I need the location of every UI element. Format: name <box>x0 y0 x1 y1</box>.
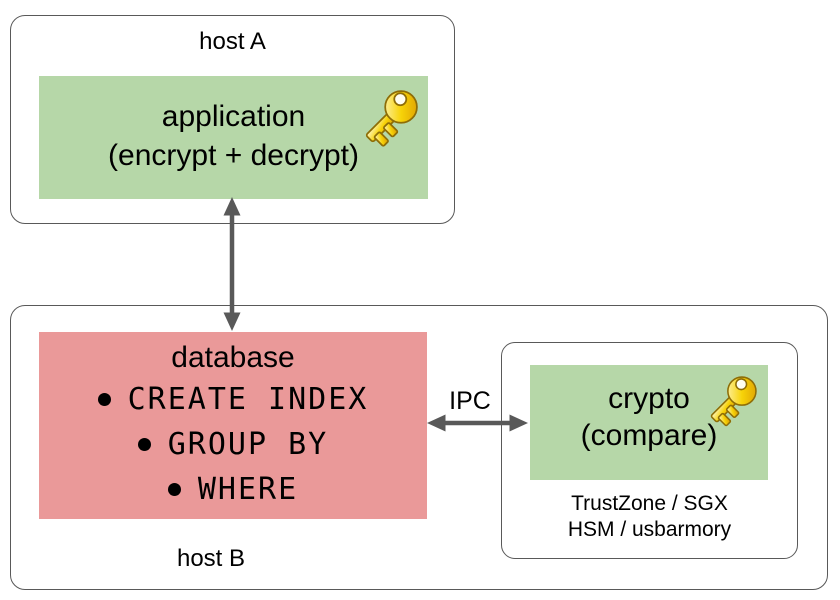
host-b-label: host B <box>176 545 246 572</box>
key-icon <box>365 90 418 147</box>
database-title: database <box>171 341 295 374</box>
crypto-title: crypto <box>608 382 690 415</box>
database-bullet-where: WHERE <box>197 472 299 507</box>
host-b-box: host B database CREATE INDEX GROUP BY WH… <box>10 305 828 590</box>
application-title: application <box>161 100 306 133</box>
crypto-enclave-box: crypto (compare) <box>501 342 798 559</box>
bullet-icon <box>137 438 151 451</box>
host-a-box: host A application (encrypt + decrypt) <box>10 15 455 224</box>
tech-line-1: TrustZone / SGX <box>571 492 728 515</box>
bullet-icon <box>97 393 111 406</box>
database-bullet-group-by: GROUP BY <box>167 427 329 462</box>
key-icon <box>710 376 757 427</box>
application-box: application (encrypt + decrypt) <box>39 76 428 199</box>
bullet-icon <box>167 483 181 496</box>
crypto-subtitle: (compare) <box>580 419 718 452</box>
database-box: database CREATE INDEX GROUP BY WHERE <box>39 332 427 519</box>
database-bullet-row: GROUP BY <box>39 422 427 467</box>
host-a-label: host A <box>199 28 266 55</box>
database-bullet-row: CREATE INDEX <box>39 377 427 422</box>
crypto-box: crypto (compare) <box>530 365 768 480</box>
ipc-label: IPC <box>449 387 491 415</box>
database-bullet-row: WHERE <box>39 467 427 512</box>
tech-line-2: HSM / usbarmory <box>567 518 732 541</box>
enclave-tech-list: TrustZone / SGX HSM / usbarmory <box>502 491 797 543</box>
database-bullet-create-index: CREATE INDEX <box>127 382 369 417</box>
application-subtitle: (encrypt + decrypt) <box>108 139 359 172</box>
